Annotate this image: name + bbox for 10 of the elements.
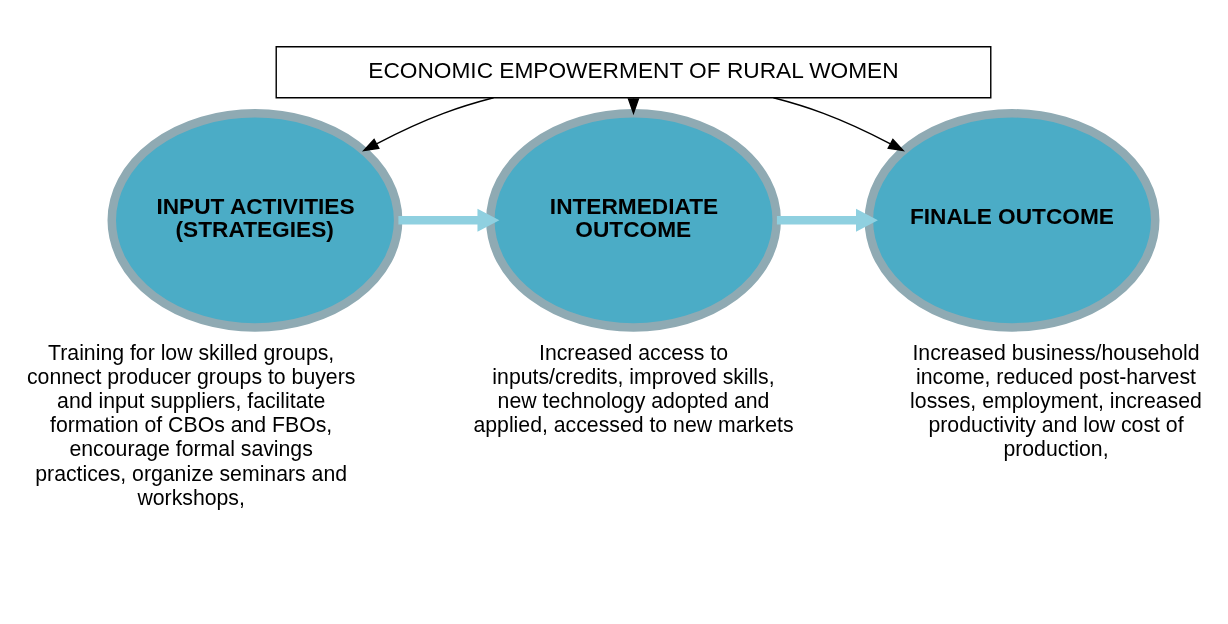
node-label: Training for low skilled groups, connect producer groups to buyers and input suppliers, facilitate formation of CBOs and FBOs, encourage formal savings practices, organize seminars and workshops, <box>26 340 356 510</box>
node-ellipse: FINALE OUTCOME <box>864 108 1160 332</box>
node-label: Increased business/household income, reduced post-harvest losses, employment, increased productivity and low cost of production, <box>910 340 1202 461</box>
node-label: Increased access to inputs/credits, improved skills, new technology adopted and applied, accessed to new markets <box>473 340 794 437</box>
node-ellipse: INPUT ACTIVITIES (STRATEGIES) <box>107 108 403 332</box>
arrow <box>772 96 905 152</box>
node-ellipse: INTERMEDIATE OUTCOME <box>486 108 781 332</box>
arrow <box>362 96 495 152</box>
arrow <box>398 208 500 232</box>
arrow <box>776 208 878 232</box>
